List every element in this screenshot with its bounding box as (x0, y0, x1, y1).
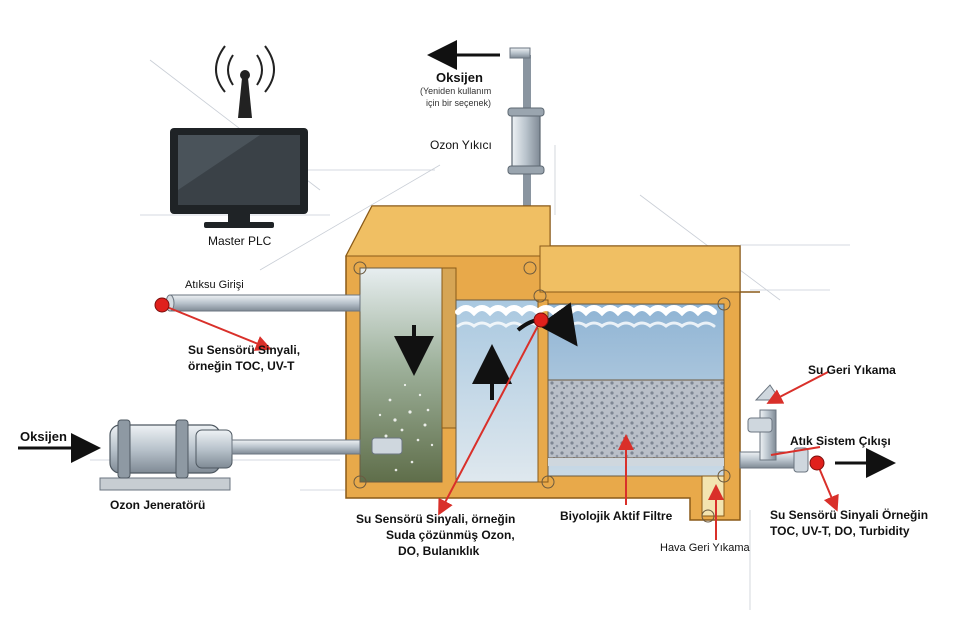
ozone-destroyer-unit (507, 47, 545, 225)
outlet-sensor-label-1: Su Sensörü Sinyali Örneğin (770, 508, 929, 522)
outlet-sensor-label-2: TOC, UV-T, DO, Turbidity (770, 524, 910, 538)
pointer-lines (161, 304, 839, 540)
outlet-sensor-dot (809, 455, 825, 471)
wastewater-inlet-pipe (165, 294, 361, 312)
tank-sensor-dot (533, 312, 549, 328)
ozone-destroyer-label: Ozon Yıkıcı (430, 138, 492, 152)
tank-sensor-label-2: Suda çözünmüş Ozon, (386, 528, 515, 542)
inlet-sensor-label-2: örneğin TOC, UV-T (188, 359, 295, 373)
bio-filter-label: Biyolojik Aktif Filtre (560, 509, 673, 523)
treatment-tank (345, 205, 760, 523)
water-backwash-label: Su Geri Yıkama (808, 363, 896, 377)
inlet-sensor-dot (154, 297, 170, 313)
oxygen-top-note-1: (Yeniden kullanım (420, 86, 492, 96)
ozone-generator-icon (99, 419, 403, 491)
wastewater-inlet-label: Atıksu Girişi (185, 279, 244, 291)
air-backwash-label: Hava Geri Yıkama (660, 542, 750, 554)
ozone-generator-label: Ozon Jeneratörü (110, 498, 206, 512)
oxygen-top-label: Oksijen (436, 70, 483, 85)
tank-sensor-label-3: DO, Bulanıklık (398, 544, 480, 558)
master-plc-monitor-icon (170, 45, 308, 228)
system-outlet-label: Atık Sistem Çıkışı (790, 434, 891, 448)
master-plc-label: Master PLC (208, 234, 272, 248)
tank-sensor-label-1: Su Sensörü Sinyali, örneğin (356, 512, 516, 526)
inlet-sensor-label-1: Su Sensörü Sinyali, (188, 343, 301, 357)
oxygen-left-label: Oksijen (20, 429, 67, 444)
outlet-piping (739, 384, 809, 473)
oxygen-top-note-2: için bir seçenek) (426, 98, 492, 108)
